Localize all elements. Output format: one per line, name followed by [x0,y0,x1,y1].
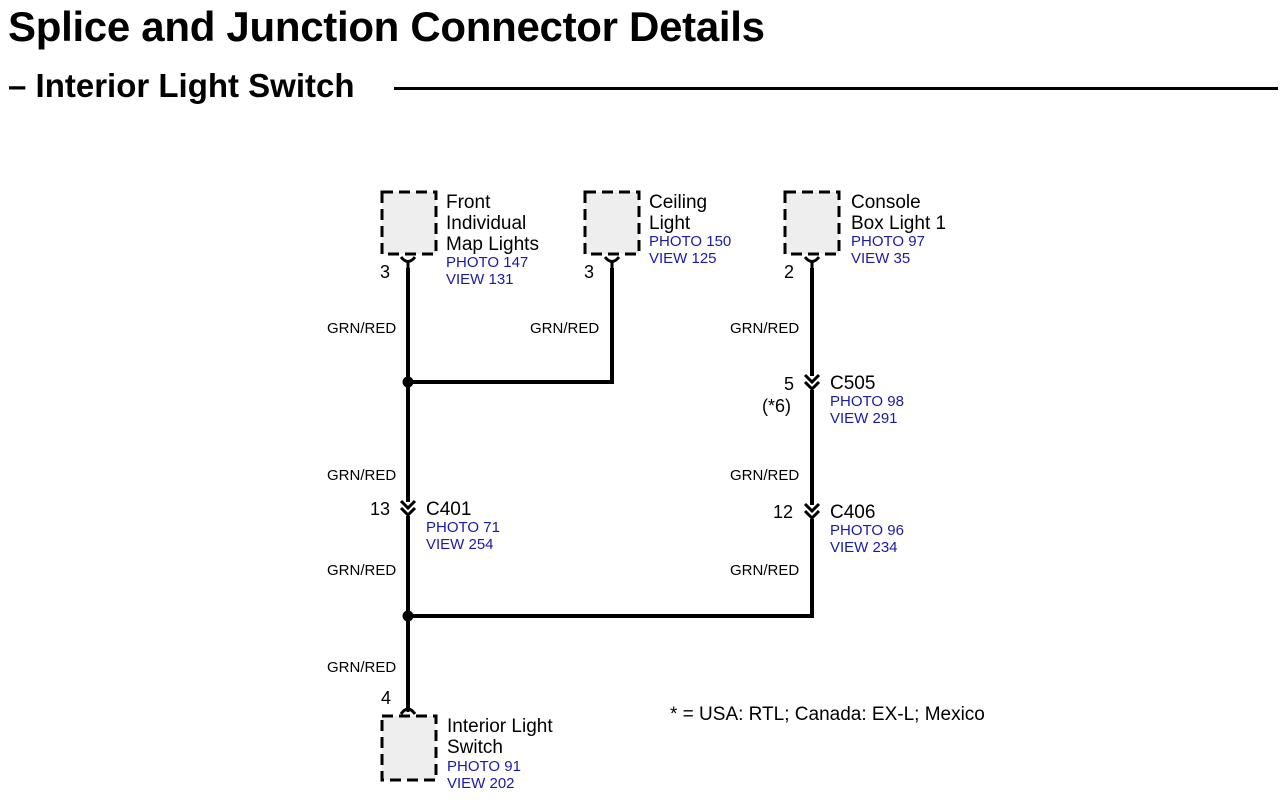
component-name-line: Interior Light [447,716,553,737]
svg-text:Interior Light: Interior Light [447,716,553,737]
connector-icon [803,502,821,521]
photo-link[interactable]: PHOTO 147 [446,254,528,271]
photo-link[interactable]: PHOTO 71 [426,519,500,536]
svg-text:Switch: Switch [447,737,503,758]
pin-number: 3 [380,262,390,282]
component-box [783,190,841,256]
connector-c505: 5 (*6) C505 PHOTO 98 VIEW 291 [762,373,904,427]
wire-color-label: GRN/RED [327,562,396,579]
photo-link[interactable]: PHOTO 150 [649,233,731,250]
connector-name: C505 [830,373,875,394]
component-box [380,190,438,256]
pin-number: 12 [773,502,793,522]
terminal-icon [399,706,417,715]
splice-point-upper [402,376,414,388]
wire-color-label: GRN/RED [730,320,799,337]
svg-text:Light: Light [649,213,691,234]
connector-icon [399,499,417,518]
connector-name: C401 [426,499,471,520]
wire-color-label: GRN/RED [730,467,799,484]
wire-ceiling-to-splice1 [408,268,614,384]
pin-number: 5 [784,374,794,394]
component-name-line: Ceiling [649,192,707,213]
view-link[interactable]: VIEW 234 [830,539,898,556]
alt-pin-number: (*6) [762,396,791,416]
component-box [380,714,438,782]
page-title: Splice and Junction Connector Details [8,3,765,50]
connector-name: C406 [830,502,875,523]
svg-text:Box Light 1: Box Light 1 [851,213,946,234]
wire-color-label: GRN/RED [530,320,599,337]
component-interior-light-switch: Interior Light Switch PHOTO 91 VIEW 202 … [380,688,553,792]
component-name-line: Switch [447,737,503,758]
pin-number: 3 [584,262,594,282]
pin-number: 4 [381,688,391,708]
pin-number: 13 [370,499,390,519]
svg-text:Ceiling: Ceiling [649,192,707,213]
component-name-line: Individual [446,213,526,234]
wires [406,268,814,708]
wire-color-labels: GRN/RED GRN/RED GRN/RED GRN/RED GRN/RED … [327,320,799,676]
view-link[interactable]: VIEW 125 [649,250,717,267]
view-link[interactable]: VIEW 254 [426,536,494,553]
component-name-line: Map Lights [446,234,539,255]
component-ceiling-light: Ceiling Light PHOTO 150 VIEW 125 3 [583,190,731,282]
photo-link[interactable]: PHOTO 98 [830,393,904,410]
section-header: – Interior Light Switch [8,66,1278,106]
component-name-line: Front [446,192,491,213]
wire-color-label: GRN/RED [327,467,396,484]
photo-link[interactable]: PHOTO 91 [447,758,521,775]
splice-point-lower [402,610,414,622]
view-link[interactable]: VIEW 291 [830,410,898,427]
terminal-icon [603,256,621,270]
connector-c401: 13 C401 PHOTO 71 VIEW 254 [370,499,500,553]
section-title: – Interior Light Switch [8,67,355,104]
connector-c406: 12 C406 PHOTO 96 VIEW 234 [773,502,904,556]
wire-color-label: GRN/RED [327,320,396,337]
terminal-icon [399,256,417,270]
photo-link[interactable]: PHOTO 97 [851,233,925,250]
view-link[interactable]: VIEW 131 [446,271,514,288]
component-console-box-light: Console Box Light 1 PHOTO 97 VIEW 35 2 [783,190,946,282]
wire-c406-to-splice2 [408,519,814,618]
wire-color-label: GRN/RED [730,562,799,579]
svg-text:Individual: Individual [446,213,526,234]
svg-text:Map Lights: Map Lights [446,234,539,255]
footnote: * = USA: RTL; Canada: EX-L; Mexico [670,704,985,725]
component-box [583,190,641,256]
section-divider [394,87,1278,90]
wire-color-label: GRN/RED [327,659,396,676]
component-name-line: Console [851,192,921,213]
view-link[interactable]: VIEW 35 [851,250,910,267]
component-front-map-lights: Front Individual Map Lights PHOTO 147 VI… [380,190,539,288]
connector-icon [803,373,821,392]
view-link[interactable]: VIEW 202 [447,775,515,792]
svg-text:Front: Front [446,192,491,213]
component-name-line: Light [649,213,691,234]
svg-text:Console: Console [851,192,921,213]
component-name-line: Box Light 1 [851,213,946,234]
terminal-icon [803,256,821,270]
pin-number: 2 [784,262,794,282]
photo-link[interactable]: PHOTO 96 [830,522,904,539]
